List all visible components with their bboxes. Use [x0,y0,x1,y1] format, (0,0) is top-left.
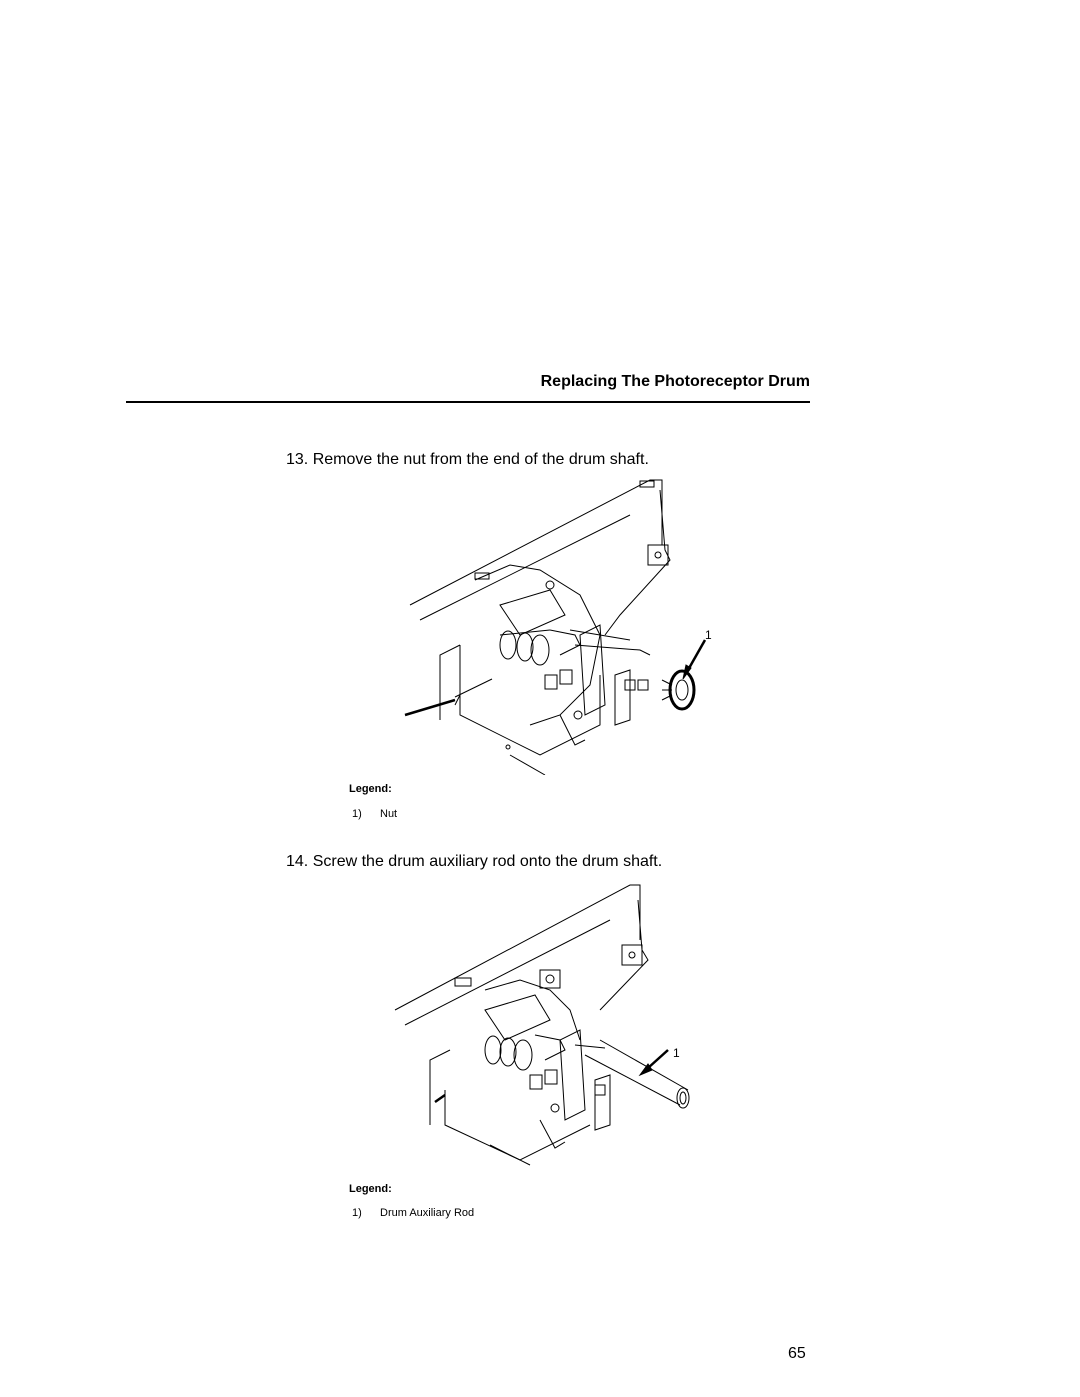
legend-item-label: Drum Auxiliary Rod [380,1207,475,1219]
callout-number: 1 [705,628,712,642]
section-title: Replacing The Photoreceptor Drum [540,373,810,390]
step-text: Screw the drum auxiliary rod onto the dr… [312,853,663,870]
step-text: Remove the nut from the end of the drum … [312,451,649,468]
step-13: 13. Remove the nut from the end of the d… [286,451,649,469]
legend-item-number: 1) [352,808,362,820]
section-rule [126,401,810,403]
figure-auxiliary-rod [394,884,690,1166]
legend-title: Legend: [349,1183,392,1195]
page-number: 65 [788,1345,806,1362]
legend-item: 1) Drum Auxiliary Rod [352,1207,474,1219]
legend-item-number: 1) [352,1207,362,1219]
callout-number: 1 [673,1046,680,1060]
figure-remove-nut [404,479,707,775]
legend-title: Legend: [349,783,392,795]
legend-item-label: Nut [380,808,398,820]
step-number: 14. [286,853,309,870]
step-14: 14. Screw the drum auxiliary rod onto th… [286,853,662,871]
step-number: 13. [286,451,309,468]
legend-item: 1) Nut [352,808,397,820]
